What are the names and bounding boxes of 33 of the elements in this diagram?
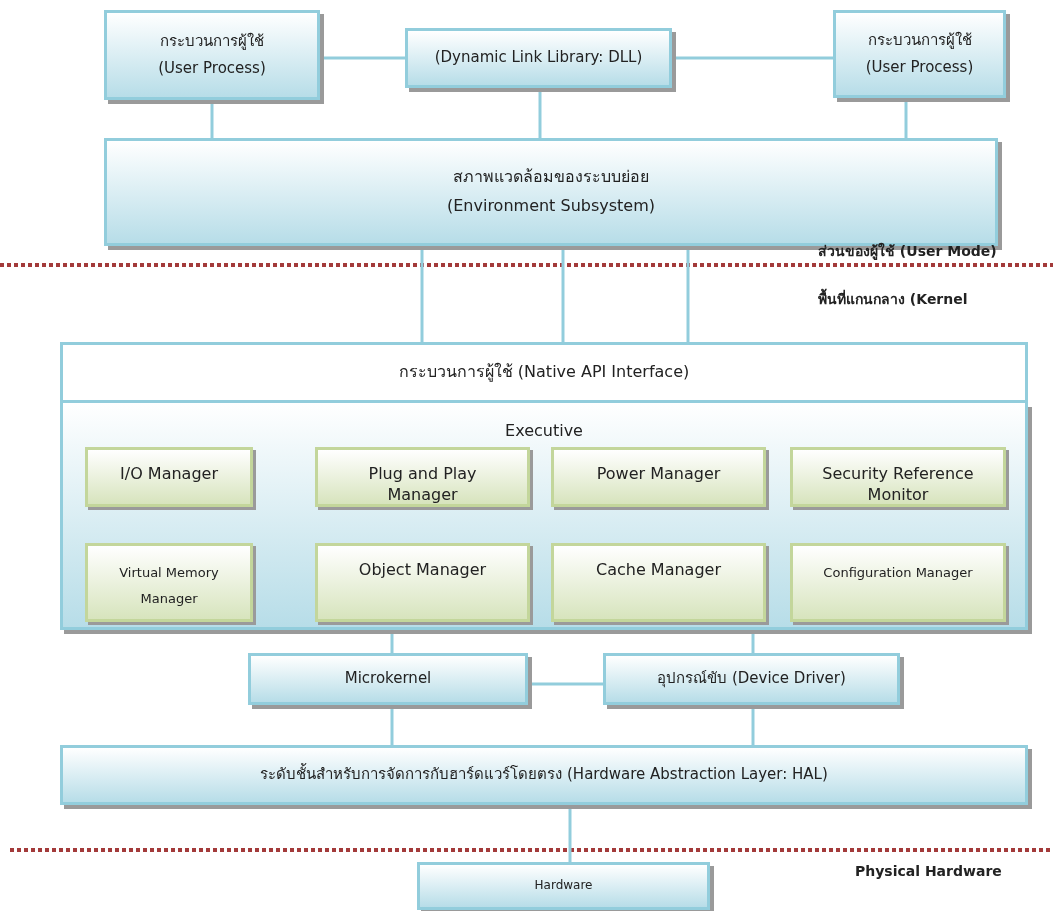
box-label: Object Manager	[358, 560, 487, 581]
box-label: (User Process)	[158, 59, 266, 79]
box-label: Microkernel	[344, 669, 432, 689]
box-title: สภาพแวดล้อมของระบบย่อย	[453, 167, 649, 188]
manager-box	[315, 447, 530, 507]
manager-box	[790, 543, 1006, 622]
box-label: Cache Manager	[596, 560, 721, 581]
box-label: กระบวนการผู้ใช้ (Native API Interface)	[398, 362, 690, 383]
panel-title: Executive	[505, 421, 583, 442]
manager-box	[551, 543, 766, 622]
box-label: Configuration Manager	[823, 564, 973, 582]
box-label: (User Process)	[865, 58, 974, 78]
mode-label: Physical Hardware	[855, 863, 1002, 879]
mode-label: พื้นที่แกนกลาง (Kernel	[818, 288, 968, 310]
manager-box	[85, 447, 253, 507]
manager-box	[85, 543, 253, 622]
box-label: I/O Manager	[120, 464, 218, 485]
box-title: กระบวนการผู้ใช้	[867, 30, 972, 50]
box-label: (Environment Subsystem)	[447, 196, 655, 217]
box-title: กระบวนการผู้ใช้	[160, 31, 264, 51]
box-label: อุปกรณ์ขับ (Device Driver)	[657, 669, 846, 689]
box-label: Virtual Memory Manager	[118, 564, 220, 608]
manager-box	[315, 543, 530, 622]
mode-label: ส่วนของผู้ใช้ (User Mode)	[818, 241, 997, 262]
manager-box	[790, 447, 1006, 507]
box-label: Power Manager	[596, 464, 721, 485]
manager-box	[551, 447, 766, 507]
box-label: (Dynamic Link Library: DLL)	[434, 48, 643, 68]
box-label: ระดับชั้นสำหรับการจัดการกับฮาร์ดแวร์โดยตรง (Hardware Abstraction Layer: HAL)	[260, 765, 828, 785]
box-label: Hardware	[534, 878, 593, 894]
interface-band	[60, 342, 1028, 403]
box-label: Security Reference Monitor	[821, 464, 975, 506]
box-label: Plug and Play Manager	[367, 464, 478, 506]
